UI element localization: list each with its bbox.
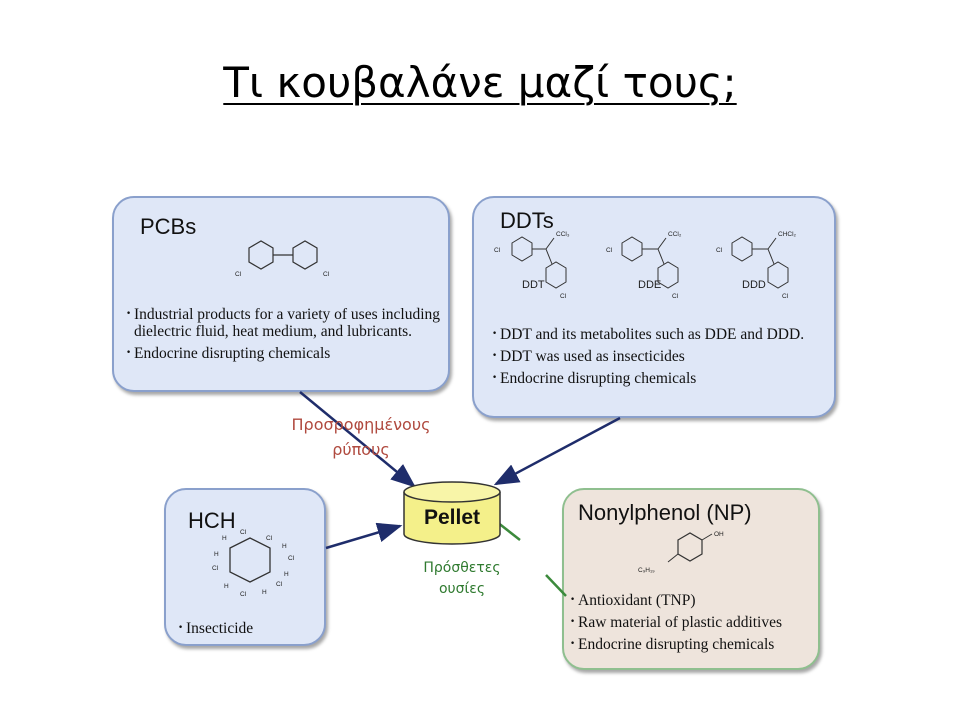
svg-text:H: H [222,535,227,542]
additives-label: Πρόσθετες ουσίες [408,558,516,600]
ddts-arrow [493,416,621,486]
svg-text:CCl₂: CCl₂ [668,231,682,238]
svg-text:Cl: Cl [494,247,501,254]
ddts-bullet: Endocrine disrupting chemicals [492,369,832,387]
svg-text:Cl: Cl [672,293,679,300]
svg-text:Cl: Cl [560,293,567,300]
svg-text:Cl: Cl [288,555,295,562]
ddts-structure-diagram: Cl CCl₃ Cl Cl CCl₂ Cl Cl CHCl₂ Cl DDT DD… [494,231,797,300]
nonylphenol-bullet: Endocrine disrupting chemicals [570,635,818,653]
hch-arrow [325,522,403,550]
svg-text:Cl: Cl [212,565,219,572]
svg-text:Cl: Cl [606,247,613,254]
hch-structure-diagram: HCl ClH HCl ClH HCl HCl [212,529,295,598]
ddts-box: DDTs Cl CCl₃ Cl Cl CCl₂ Cl Cl CHCl₂ Cl D… [472,196,836,418]
pcbs-structure-diagram: Cl Cl [235,240,330,278]
pcbs-bullet-list: Industrial products for a variety of use… [126,305,444,367]
sorbed-label-line1: Προσροφημένους [291,415,431,434]
svg-text:H: H [262,589,267,596]
additives-label-line2: ουσίες [438,581,486,597]
pcbs-heading: PCBs [140,214,197,239]
nonylphenol-bullet: Raw material of plastic additives [570,613,818,631]
svg-text:CCl₃: CCl₃ [556,231,570,238]
svg-text:H: H [282,543,287,550]
ddd-label: DDD [742,279,766,291]
svg-text:H: H [284,571,289,578]
hch-heading: HCH [188,508,236,533]
nonylphenol-bullet-list: Antioxidant (TNP) Raw material of plasti… [570,591,818,658]
hch-bullet-list: Insecticide [178,619,318,642]
pcbs-arrow [299,391,416,488]
slide-title: Τι κουβαλάνε μαζί τους; [223,58,737,107]
ddts-bullet: DDT and its metabolites such as DDE and … [492,325,832,343]
svg-text:Cl: Cl [782,293,789,300]
nonylphenol-box: Nonylphenol (NP) OH C₉H₁₉ Antioxidant (T… [562,488,820,670]
pcbs-bullet: Endocrine disrupting chemicals [126,344,444,362]
svg-text:Cl: Cl [323,271,330,278]
ddts-bullet: DDT was used as insecticides [492,347,832,365]
nonylphenol-structure-diagram: OH C₉H₁₉ [638,531,724,574]
ddt-label: DDT [522,279,545,291]
svg-text:Cl: Cl [266,535,273,542]
svg-text:CHCl₂: CHCl₂ [778,231,797,238]
svg-text:Cl: Cl [716,247,723,254]
svg-text:Cl: Cl [235,271,242,278]
ddts-heading: DDTs [500,208,554,233]
dde-label: DDE [638,279,661,291]
nonylphenol-heading: Nonylphenol (NP) [578,500,752,525]
svg-text:H: H [224,583,229,590]
additives-connector-line [496,521,521,541]
svg-text:C₉H₁₉: C₉H₁₉ [638,567,655,574]
nonylphenol-bullet: Antioxidant (TNP) [570,591,818,609]
svg-text:Cl: Cl [240,529,247,536]
pellet-cylinder [403,481,501,545]
svg-text:OH: OH [714,531,724,538]
pellet-label: Pellet [423,506,481,529]
hch-bullet: Insecticide [178,619,318,637]
svg-text:H: H [214,551,219,558]
ddts-bullet-list: DDT and its metabolites such as DDE and … [492,325,832,392]
additives-label-line1: Πρόσθετες [423,560,501,576]
sorbed-pollutants-label: Προσροφημένους ρύπους [262,412,460,462]
np-connector-line [545,574,567,597]
sorbed-label-line2: ρύπους [332,440,390,459]
pcbs-bullet: Industrial products for a variety of use… [126,305,444,340]
hch-box: HCH HCl ClH HCl ClH HCl HCl Insecticide [164,488,326,646]
svg-text:Cl: Cl [276,581,283,588]
pcbs-box: PCBs Cl Cl Industrial products for a var… [112,196,450,392]
svg-text:Cl: Cl [240,591,247,598]
